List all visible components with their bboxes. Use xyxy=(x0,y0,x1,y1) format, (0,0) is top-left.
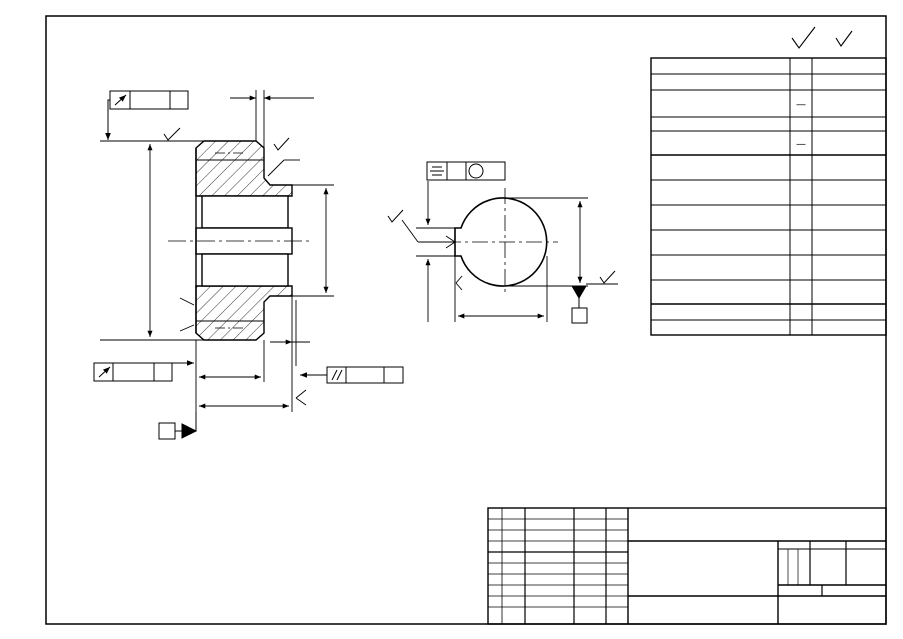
roughness-check-icon xyxy=(163,127,181,141)
lower-rim-hatched xyxy=(195,285,293,341)
roughness-marks-front xyxy=(163,127,290,151)
roughness-check-icon xyxy=(273,137,290,151)
datum-frame-hub xyxy=(571,285,588,324)
roughness-check-icon xyxy=(791,26,816,49)
runout-arrow-icon xyxy=(114,94,127,106)
symmetry-icon xyxy=(430,166,444,176)
roughness-check-icon xyxy=(387,209,404,223)
bore-upper xyxy=(201,195,289,229)
gear-section-view xyxy=(168,140,312,341)
roughness-marks-hub xyxy=(387,209,616,284)
bore-lower xyxy=(201,253,289,287)
runout-arrow-icon xyxy=(98,366,111,378)
datum-triangle-icon xyxy=(181,423,198,439)
parallel-lines-icon xyxy=(331,369,343,381)
datum-frame-front xyxy=(158,412,198,440)
datum-triangle-icon xyxy=(571,285,587,299)
table-cell-dash: — xyxy=(796,100,806,111)
roughness-check-icon xyxy=(835,30,853,47)
roughness-check-icon xyxy=(599,270,616,284)
circle-icon xyxy=(468,163,484,179)
title-block xyxy=(487,507,887,625)
gear-parameter-table xyxy=(650,57,887,336)
general-roughness xyxy=(791,26,853,49)
symmetry-roundness-frame xyxy=(426,161,506,181)
front-view-dimensions xyxy=(100,90,334,412)
runout-frame-top xyxy=(105,90,189,140)
hub-bore-view xyxy=(445,188,558,296)
bore-circle-with-keyway xyxy=(454,197,548,287)
table-cell-dash: — xyxy=(796,139,806,150)
runout-frame-bottom xyxy=(93,360,194,382)
hub-view-dimensions xyxy=(401,181,618,322)
parallelism-frame xyxy=(300,366,404,384)
